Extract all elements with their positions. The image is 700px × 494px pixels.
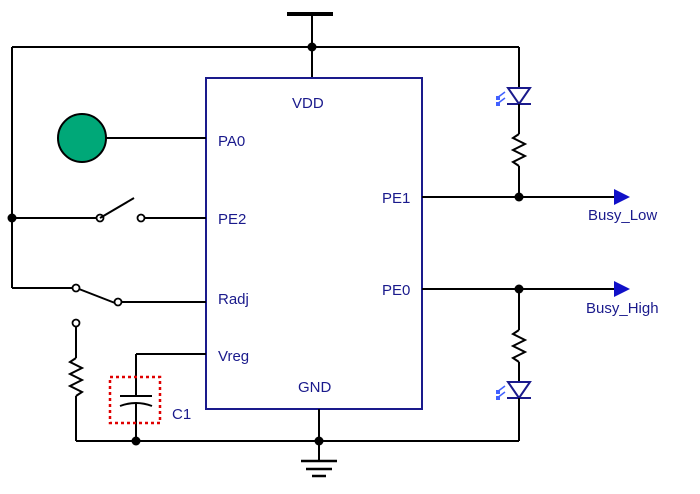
switch-contact-radj-a [71,283,81,293]
capacitor-plate-bottom [119,402,153,407]
pin-label-vreg: Vreg [218,348,249,365]
right-resistor-bottom [510,329,528,363]
pin-label-vdd: VDD [292,95,324,112]
junction-dot-capacitor [131,436,141,446]
junction-dot-vdd [307,42,317,52]
pin-label-gnd: GND [298,379,332,396]
switch-contact-pe2-b [136,213,146,223]
led-top-icon [496,87,532,106]
net-label-busy-low: Busy_Low [588,207,657,224]
microcontroller-chip [205,77,423,410]
busy-high-arrow-icon [614,281,630,297]
pin-label-pe0: PE0 [382,282,410,299]
ground-symbol-icon [301,459,337,478]
pin-label-radj: Radj [218,291,249,308]
capacitor-highlight-box [108,375,162,425]
push-button [57,113,107,163]
junction-dot-pe1 [514,192,524,202]
switch-lever-radj [78,288,116,304]
busy-low-arrow-icon [614,189,630,205]
switch-lever-pe2 [99,197,135,219]
capacitor-label: C1 [172,406,191,423]
resistor-terminal-top [71,318,81,328]
switch-contact-radj-b [113,297,123,307]
right-resistor-top [510,133,528,167]
left-resistor [67,357,85,397]
pin-label-pe1: PE1 [382,190,410,207]
pin-label-pe2: PE2 [218,211,246,228]
led-bottom-icon [496,381,532,400]
pin-label-pa0: PA0 [218,133,245,150]
net-label-busy-high: Busy_High [586,300,659,317]
